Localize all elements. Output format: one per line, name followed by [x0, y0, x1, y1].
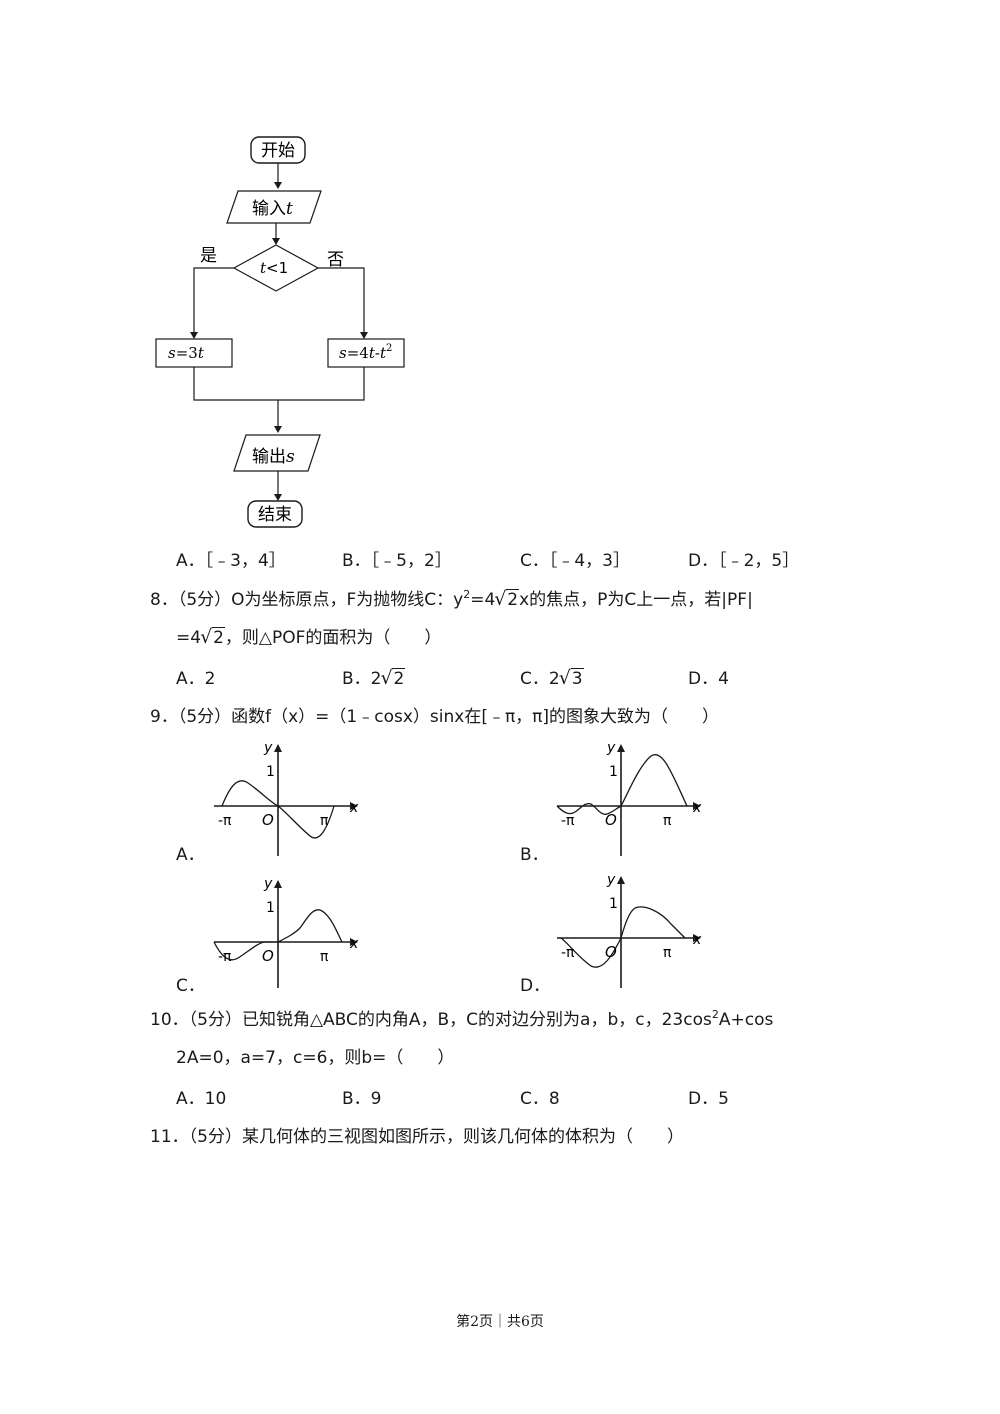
svg-text:y: y: [263, 876, 273, 892]
svg-text:s=3t: s=3t: [168, 344, 205, 362]
svg-text:-π: -π: [561, 945, 575, 961]
input-var: t: [286, 199, 293, 219]
svg-text:O: O: [262, 947, 274, 965]
q9-label-c: C．: [176, 976, 205, 996]
q10-option-b: B．9: [342, 1089, 382, 1109]
svg-text:-π: -π: [561, 813, 575, 829]
svg-text:1: 1: [266, 764, 275, 780]
right-exp: 2: [386, 343, 392, 354]
q8-option-d: D．4: [688, 669, 729, 689]
right-t2: t: [380, 344, 387, 362]
q9-stem: 9．（5分）函数f（x）=（1﹣cosx）sinx在[﹣π，π]的图象大致为（ …: [150, 707, 720, 727]
output-label: 输出: [252, 447, 286, 467]
graph-b: y 1 -π O π x: [556, 740, 702, 856]
svg-text:-π: -π: [218, 949, 232, 965]
end-label: 结束: [258, 505, 292, 525]
svg-text:π: π: [320, 949, 329, 965]
q7-option-c: C．［﹣4，3］: [520, 551, 631, 571]
input-label: 输入: [252, 199, 286, 219]
q7-option-b: B．［﹣5，2］: [342, 551, 452, 571]
arrow-head: [274, 494, 282, 501]
page-footer: 第2页｜共6页: [456, 1314, 544, 1330]
svg-text:x: x: [349, 800, 359, 816]
cond-rest: <1: [266, 259, 288, 277]
svg-text:y: y: [263, 740, 273, 756]
q10-option-c: C．8: [520, 1089, 560, 1109]
svg-text:x: x: [692, 800, 702, 816]
end-node: [247, 500, 303, 528]
input-node: [226, 190, 322, 224]
graph-a: y 1 -π O π x: [214, 740, 359, 856]
decision-node: [232, 244, 320, 292]
q8-stem-line2: =42，则△POF的面积为（ ）: [176, 626, 441, 649]
q10-option-a: A．10: [176, 1089, 227, 1109]
q7-option-d: D．［﹣2，5］: [688, 551, 800, 571]
process-right: [327, 338, 405, 368]
svg-text:t<1: t<1: [260, 259, 288, 277]
q11-stem: 11．（5分）某几何体的三视图如图所示，则该几何体的体积为（ ）: [150, 1127, 684, 1147]
flowchart: 开始 输入t t<1 是 否 s=3t s=4t-t2 输出s 结束: [155, 136, 405, 528]
q9-label-b: B．: [520, 845, 549, 865]
q10-stem-line1: 10．（5分）已知锐角△ABC的内角A，B，C的对边分别为a，b，c，23cos…: [150, 1008, 774, 1030]
output-var: s: [286, 447, 295, 467]
svg-text:1: 1: [609, 896, 618, 912]
q7-option-a: A．［﹣3，4］: [176, 551, 286, 571]
right-t1: t: [369, 344, 376, 362]
svg-text:O: O: [605, 811, 617, 829]
svg-text:π: π: [320, 813, 329, 829]
q8-stem-line1: 8．（5分）O为坐标原点，F为抛物线C：y2=42x的焦点，P为C上一点，若|P…: [150, 588, 753, 611]
cond-var: t: [260, 259, 267, 277]
svg-text:O: O: [262, 811, 274, 829]
svg-text:s=4t-t2: s=4t-t2: [339, 343, 392, 362]
q10-stem-line2: 2A=0，a=7，c=6，则b=（ ）: [176, 1048, 455, 1068]
svg-text:x: x: [692, 932, 702, 948]
svg-text:π: π: [663, 813, 672, 829]
arrow-head: [274, 182, 282, 189]
svg-text:y: y: [606, 872, 616, 888]
svg-text:-π: -π: [218, 813, 232, 829]
right-minus: -: [375, 344, 380, 362]
yes-label: 是: [200, 246, 217, 266]
left-eq: =3: [176, 344, 198, 362]
arrow-head: [272, 238, 280, 245]
start-label: 开始: [261, 141, 295, 161]
graph-c: y 1 -π O π x: [213, 876, 359, 988]
arrow-head: [190, 332, 198, 339]
svg-text:1: 1: [609, 764, 618, 780]
svg-text:输出s: 输出s: [252, 447, 295, 467]
svg-text:O: O: [605, 943, 617, 961]
q9-label-a: A．: [176, 845, 205, 865]
output-node: [233, 434, 321, 472]
q9-label-d: D．: [520, 976, 551, 996]
svg-text:π: π: [663, 945, 672, 961]
left-s: s: [168, 344, 176, 362]
q10-option-d: D．5: [688, 1089, 729, 1109]
left-t: t: [198, 344, 205, 362]
q8-option-c: C．23: [520, 667, 584, 690]
right-s: s: [339, 344, 347, 362]
graph-d: y 1 -π O π x: [557, 872, 702, 988]
svg-text:输入t: 输入t: [252, 199, 293, 219]
right-eq: =4: [347, 344, 369, 362]
arrow-head: [274, 426, 282, 433]
no-label: 否: [327, 250, 344, 270]
arrow-head: [360, 332, 368, 339]
svg-text:x: x: [349, 936, 359, 952]
q8-option-a: A．2: [176, 669, 216, 689]
q8-option-b: B．22: [342, 667, 406, 690]
svg-text:y: y: [606, 740, 616, 756]
svg-text:1: 1: [266, 900, 275, 916]
